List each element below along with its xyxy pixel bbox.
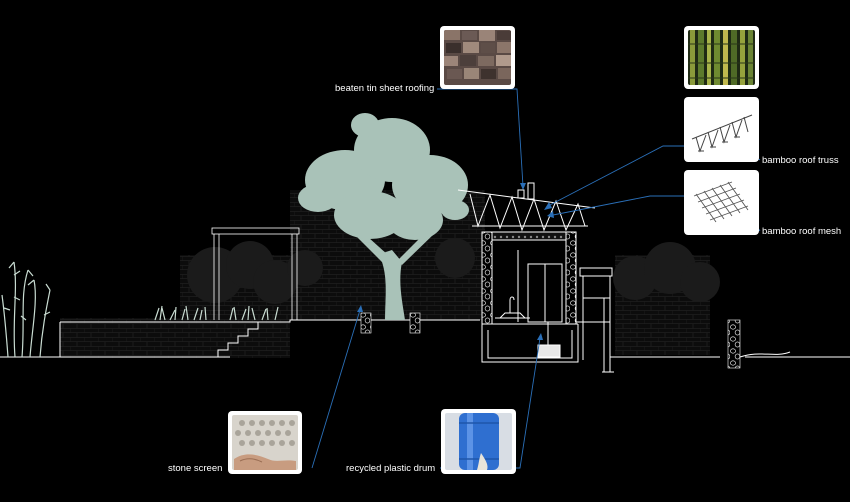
stone-screen-photo (228, 411, 302, 474)
pergola-frame (211, 227, 300, 320)
house-section (457, 182, 614, 373)
truss-label: bamboo roof truss (762, 155, 839, 166)
screen-posts (360, 312, 741, 369)
plastic-drum-photo (441, 409, 516, 474)
bamboo-mesh-sketch (684, 170, 759, 235)
mesh-label: bamboo roof mesh (762, 226, 842, 237)
bamboo-truss-sketch (684, 97, 759, 162)
leader-arrowheads (357, 183, 554, 340)
tree (298, 113, 469, 320)
drum-label: recycled plastic drum (346, 463, 436, 474)
roofing-label: beaten tin sheet roofing (335, 83, 435, 94)
screen-label: stone screen (168, 463, 223, 474)
tin-roofing-photo (440, 26, 515, 89)
stairs (217, 321, 268, 358)
shrubs (1, 261, 279, 358)
background-foliage (187, 238, 720, 304)
bamboo-photo (684, 26, 759, 89)
